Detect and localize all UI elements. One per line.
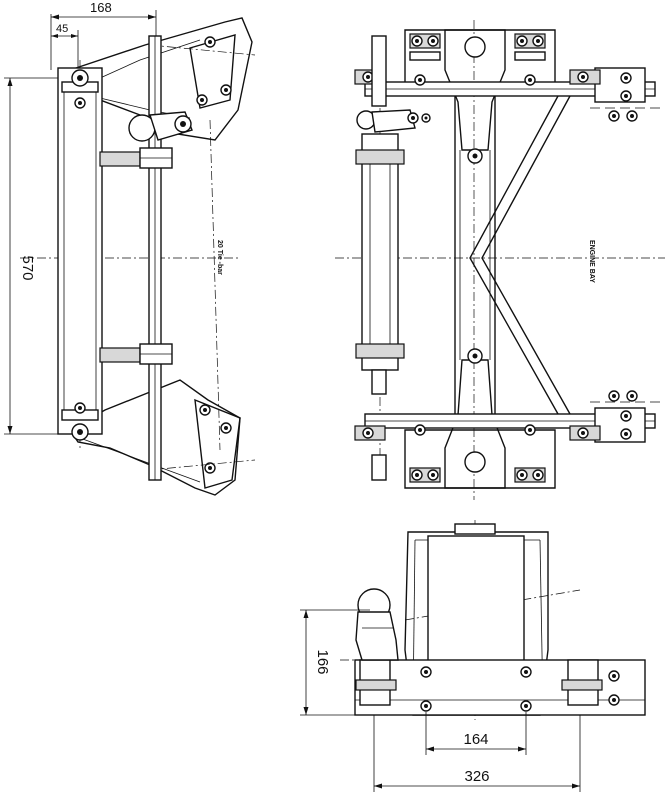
dimension-168: 168 bbox=[50, 0, 157, 70]
plan-view: ENGINE BAY bbox=[335, 20, 665, 500]
dimension-45: 45 bbox=[51, 23, 79, 70]
dimension-570-label: 570 bbox=[19, 255, 36, 280]
engine-bay-label: ENGINE BAY bbox=[588, 240, 595, 283]
tie-bar-label: 20 Tie -bar bbox=[216, 240, 223, 275]
dimension-326-label: 326 bbox=[464, 768, 489, 785]
dimension-166: 166 bbox=[300, 609, 370, 716]
dimension-164-label: 164 bbox=[463, 731, 488, 748]
dimension-45-label: 45 bbox=[56, 23, 68, 35]
dimension-164: 164 bbox=[425, 712, 527, 755]
dimension-570: 570 bbox=[4, 77, 70, 435]
end-view: 166 164 326 bbox=[300, 520, 646, 792]
dimension-166-label: 166 bbox=[314, 649, 331, 674]
dimension-326: 326 bbox=[373, 715, 581, 792]
side-view: 168 45 570 bbox=[4, 0, 256, 496]
dimension-168-label: 168 bbox=[90, 0, 112, 15]
